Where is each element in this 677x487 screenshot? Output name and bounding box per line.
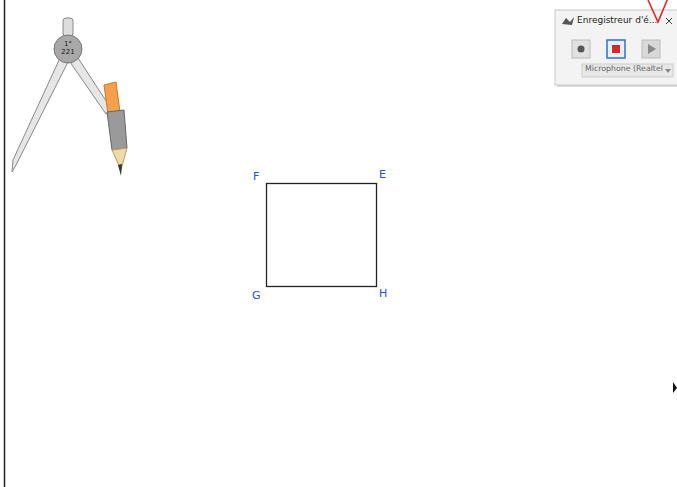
angle-readout: 1° (64, 41, 72, 49)
device-label: Microphone (Realtel (585, 65, 663, 74)
vertex-label: H (379, 288, 387, 299)
window-title: Enregistreur d'é... (577, 16, 657, 26)
vertex-label: G (252, 290, 261, 301)
compass-hinge: 1°221 (53, 34, 83, 64)
mouse-cursor (673, 382, 677, 393)
compass-tool (12, 18, 127, 176)
angle-readout: 221 (61, 49, 74, 57)
vertex-label: E (379, 169, 386, 180)
left-border (4, 0, 6, 487)
recorder-window: Enregistreur d'é... Microphone (Realtel (555, 10, 677, 85)
square-shape (267, 184, 377, 287)
vertex-label: F (253, 171, 259, 182)
